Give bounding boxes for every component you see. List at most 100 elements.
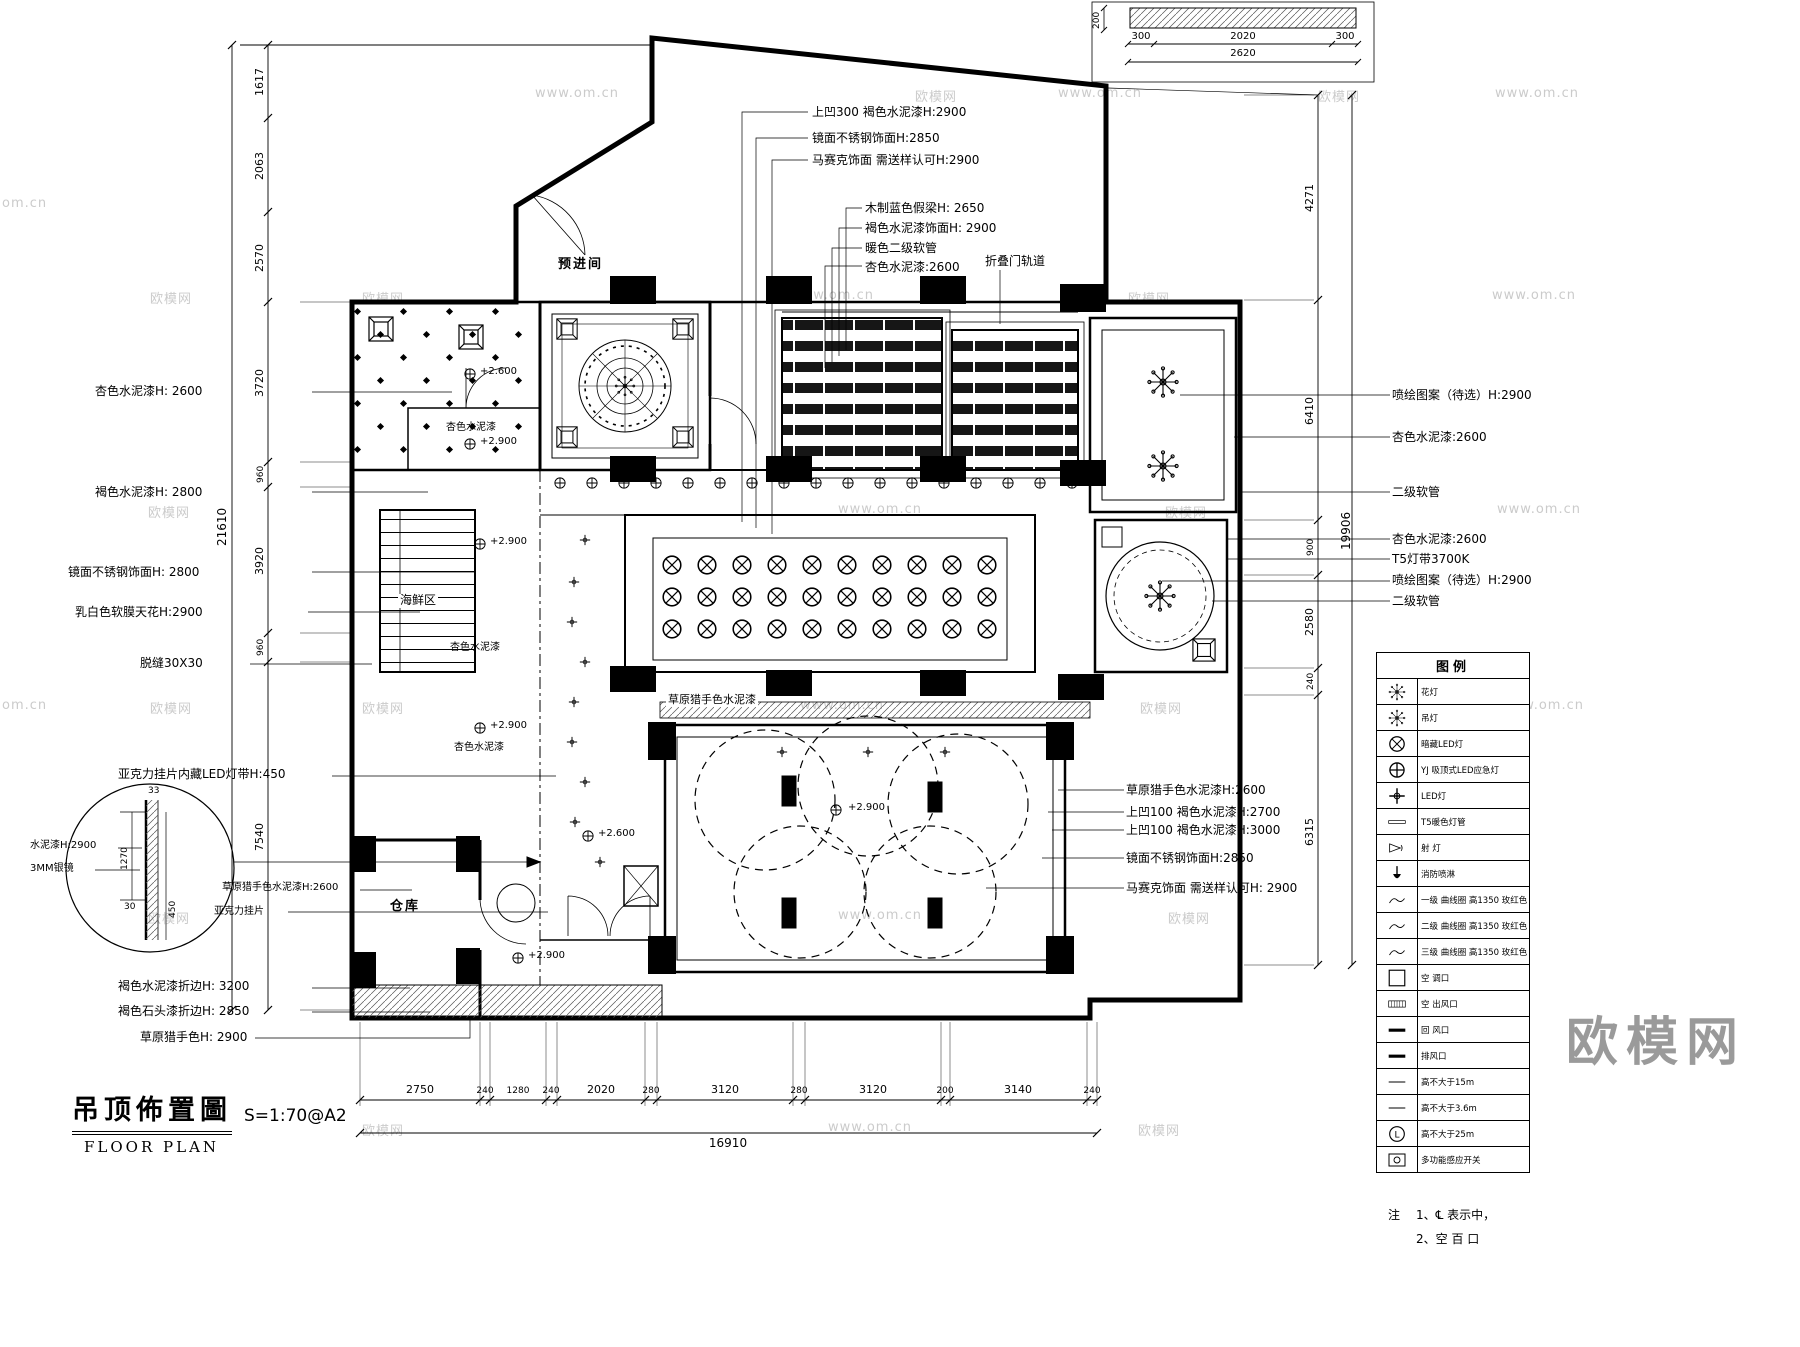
watermark: www.om.cn (1492, 288, 1576, 303)
dim-right: 900 (1306, 538, 1316, 556)
watermark: www.om.cn (1058, 86, 1142, 101)
annotation-top: 马赛克饰面 需送样认可H:2900 (812, 153, 980, 167)
legend-label: 吊灯 (1421, 713, 1439, 724)
legend-row: T5暖色灯管 (1377, 809, 1529, 835)
legend-header: 图例 (1377, 653, 1529, 679)
emergency-lamp-icon (1377, 757, 1418, 782)
watermark: 欧模网 (362, 702, 405, 717)
legend-row: 消防喷淋 (1377, 861, 1529, 887)
legend-row: 高不大于3.6m (1377, 1095, 1529, 1121)
dim-detail: 2020 (1230, 31, 1256, 42)
legend-label: T5暖色灯管 (1421, 817, 1466, 828)
dim-left: 2570 (253, 244, 266, 272)
legend-label: 射 灯 (1421, 843, 1441, 854)
dim-bottom: 240 (476, 1086, 494, 1096)
elevation-label: +2.900 (528, 950, 566, 961)
dim-detail: 300 (1131, 31, 1151, 42)
dim-bottom: 1280 (506, 1086, 530, 1096)
legend-label: 回 风口 (1421, 1025, 1450, 1036)
annotation-left: 乳白色软膜天花H:2900 (75, 605, 203, 619)
watermark: www.om.cn (838, 908, 922, 923)
ac-vent-icon (1377, 965, 1418, 990)
dim-bottom: 3140 (1004, 1083, 1032, 1096)
room-label-warehouse: 仓库 (390, 899, 421, 914)
watermark: 欧模网 (1165, 506, 1208, 521)
watermark: www.om.cn (828, 1120, 912, 1135)
dim-bottom: 280 (790, 1086, 808, 1096)
switch-icon (1377, 1147, 1418, 1172)
annotation-left: 褐色水泥漆H: 2800 (95, 485, 203, 499)
dim-bottom: 240 (542, 1086, 560, 1096)
curve-icon (1377, 887, 1418, 912)
legend-row: 高不大于15m (1377, 1069, 1529, 1095)
height-line-icon (1377, 1069, 1418, 1094)
legend-row: 排风口 (1377, 1043, 1529, 1069)
dim-right-total: 19906 (1339, 511, 1353, 550)
elevation-label: +2.900 (490, 536, 528, 547)
dim-left-total: 21610 (215, 507, 229, 546)
dim-bottom: 2020 (587, 1083, 615, 1096)
legend-label: 二级 曲线圈 高1350 玫红色 (1421, 921, 1528, 932)
legend-label: YJ 吸顶式LED应急灯 (1421, 765, 1500, 776)
dim-left: 960 (256, 465, 266, 483)
annotation-right-lower: 草原猎手色水泥漆H:2600 (1126, 783, 1266, 797)
dim-detail-total: 2620 (1230, 48, 1256, 59)
legend-label: 花灯 (1421, 687, 1439, 698)
dim-left: 1617 (253, 68, 266, 96)
dim-bottom: 3120 (711, 1083, 739, 1096)
fan-icon (1377, 1121, 1418, 1146)
downlight-icon (1377, 731, 1418, 756)
watermark: www.om.cn (535, 86, 619, 101)
legend-label: 高不大于25m (1421, 1129, 1475, 1140)
annotation-right: 二级软管 (1392, 594, 1441, 608)
finish-label-apricot: 杏色水泥漆 (450, 642, 500, 653)
watermark: 欧模网 (915, 90, 958, 105)
annotation-left: 3MM银镜 (30, 863, 74, 874)
annotation-right: T5灯带3700K (1392, 552, 1470, 566)
annotation-left: 杏色水泥漆H: 2600 (95, 384, 203, 398)
annotation-right: 喷绘图案（待选）H:2900 (1392, 573, 1532, 587)
sheet-subtitle: FLOOR PLAN (84, 1138, 220, 1156)
legend-row: 暗藏LED灯 (1377, 731, 1529, 757)
dim-right: 6315 (1303, 818, 1316, 846)
note-line-2: 2、空 百 口 (1416, 1232, 1480, 1246)
supply-vent-icon (1377, 991, 1418, 1016)
legend-row: LED灯 (1377, 783, 1529, 809)
return-vent-icon (1377, 1017, 1418, 1042)
legend-label: 高不大于3.6m (1421, 1103, 1477, 1114)
annotation-right-lower: 马赛克饰面 需送样认可H: 2900 (1126, 881, 1298, 895)
dim-section: 30 (124, 902, 136, 912)
legend-row: 多功能感应开关 (1377, 1147, 1529, 1172)
watermark: 欧模网 (1140, 702, 1183, 717)
annotation-top: 杏色水泥漆:2600 (865, 260, 960, 274)
dim-right: 240 (1306, 672, 1316, 690)
legend-label: 排风口 (1421, 1051, 1447, 1062)
annotation-right-lower: 上凹100 褐色水泥漆H:3000 (1126, 823, 1281, 837)
watermark: 欧模网 (148, 506, 191, 521)
pendant-lamp-icon (1377, 705, 1418, 730)
legend-label: 一级 曲线圈 高1350 玫红色 (1421, 895, 1528, 906)
watermark: 欧模网 (1168, 912, 1211, 927)
annotation-left: 水泥漆H:2900 (30, 840, 97, 851)
dim-right: 6410 (1303, 397, 1316, 425)
annotation-right: 杏色水泥漆:2600 (1392, 532, 1487, 546)
sprinkler-icon (1377, 861, 1418, 886)
height-line-icon (1377, 1095, 1418, 1120)
exhaust-vent-icon (1377, 1043, 1418, 1068)
legend-row: YJ 吸顶式LED应急灯 (1377, 757, 1529, 783)
dim-detail: 300 (1335, 31, 1355, 42)
t5-tube-icon (1377, 809, 1418, 834)
legend-row: 一级 曲线圈 高1350 玫红色 (1377, 887, 1529, 913)
annotation-top: 暖色二级软管 (865, 241, 938, 255)
legend-row: 高不大于25m (1377, 1121, 1529, 1147)
legend-row: 空 调口 (1377, 965, 1529, 991)
curve-icon (1377, 939, 1418, 964)
finish-label-apricot: 杏色水泥漆 (454, 742, 504, 753)
watermark: 欧模网 (1138, 1124, 1181, 1139)
dim-left: 2063 (253, 152, 266, 180)
annotation-left: 草原猎手色H: 2900 (140, 1030, 248, 1044)
legend-row: 三级 曲线圈 高1350 玫红色 (1377, 939, 1529, 965)
dim-bottom: 200 (936, 1086, 954, 1096)
